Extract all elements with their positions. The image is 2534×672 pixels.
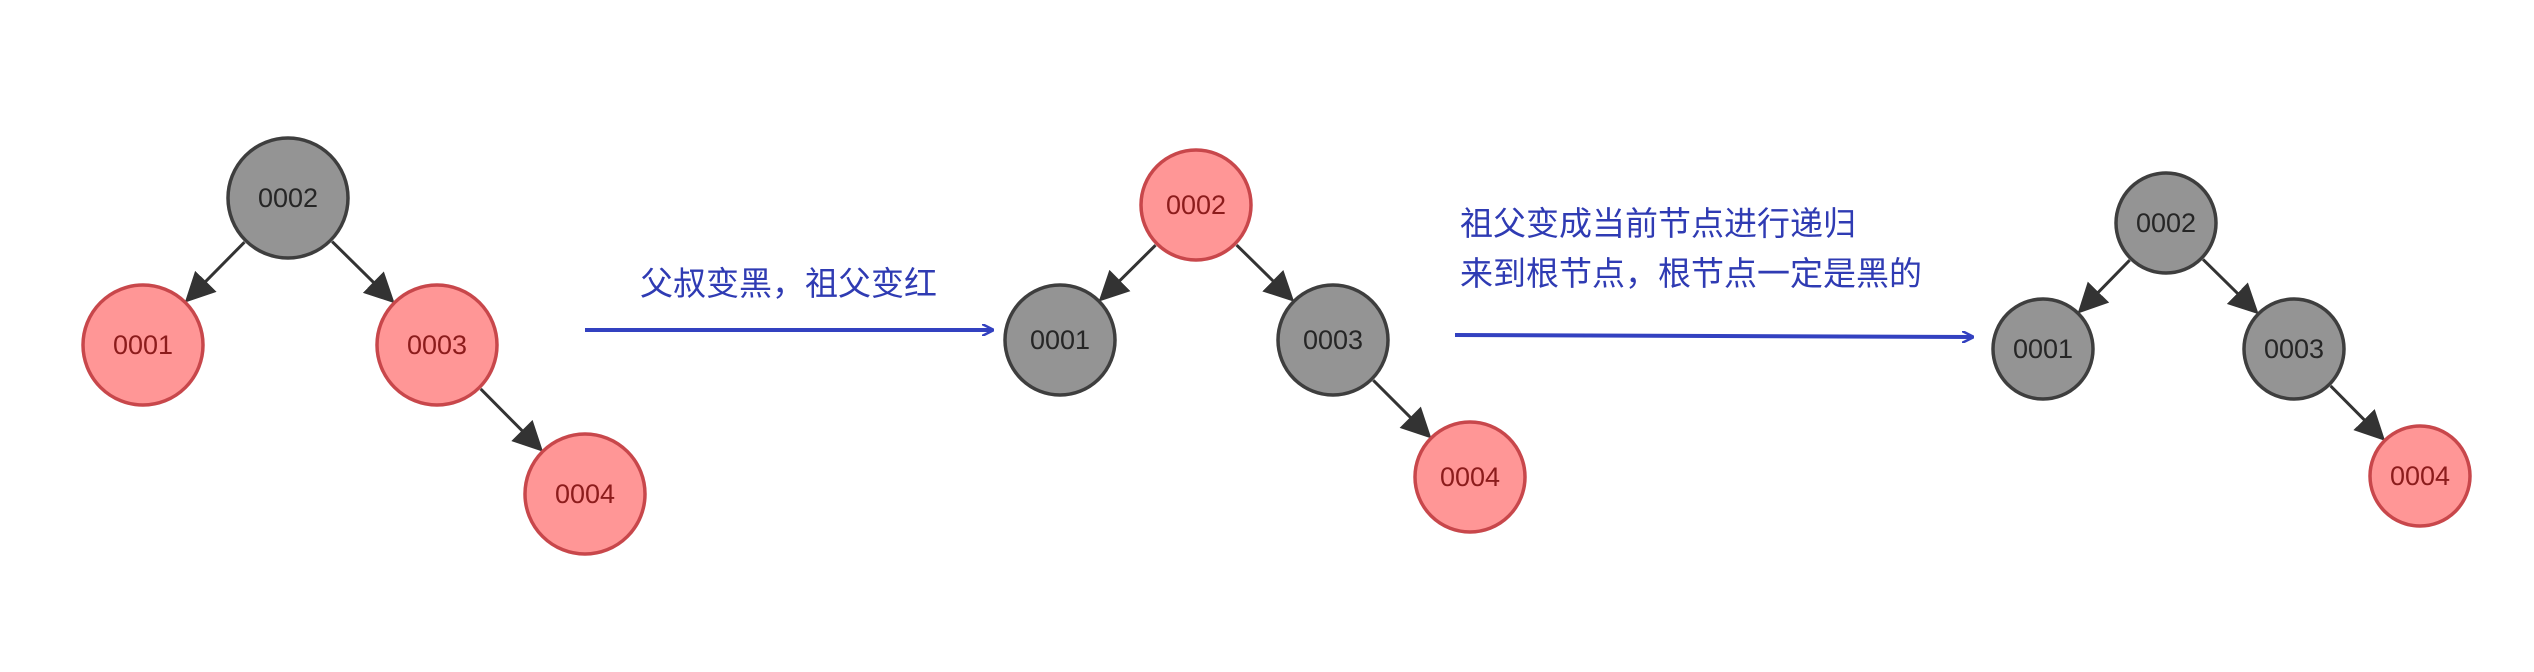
transition-2-caption-line-2: 来到根节点，根节点一定是黑的: [1460, 254, 1922, 293]
node-label: 0002: [1166, 190, 1226, 220]
transition-1-caption-line-1: 父叔变黑，祖父变红: [640, 264, 937, 303]
node-circle: [2368, 424, 2472, 528]
node-label: 0001: [113, 330, 173, 360]
transition-2-arrow: [1454, 335, 1972, 337]
node-label: 0003: [2264, 334, 2324, 364]
tree-2-node-0004: 0004: [1413, 420, 1527, 534]
node-circle: [2114, 171, 2218, 275]
node-label: 0002: [2136, 208, 2196, 238]
tree-3-node-0002: 0002: [2114, 171, 2218, 275]
tree-1: 0002 0001 0003 0004: [81, 136, 647, 556]
node-circle: [81, 283, 205, 407]
node-label: 0001: [1030, 325, 1090, 355]
node-label: 0004: [1440, 462, 1500, 492]
tree-3-node-0003: 0003: [2242, 297, 2346, 401]
tree-3: 0002 0001 0003 0004: [1991, 171, 2472, 528]
tree-2: 0002 0001 0003 0004: [1003, 148, 1527, 534]
node-circle: [1003, 283, 1117, 397]
node-label: 0004: [555, 479, 615, 509]
tree-1-edge-n3-n4: [479, 387, 544, 452]
tree-1-node-0002: 0002: [226, 136, 350, 260]
node-label: 0003: [1303, 325, 1363, 355]
tree-1-node-0003: 0003: [375, 283, 499, 407]
transition-2: 祖父变成当前节点进行递归 来到根节点，根节点一定是黑的: [1454, 204, 1972, 337]
tree-3-edge-n3-n4: [2329, 384, 2386, 441]
tree-2-node-0001: 0001: [1003, 283, 1117, 397]
node-circle: [1991, 297, 2095, 401]
trees-layer: 0002 0001 0003 0004 0002 0001 0003 0004 0002 0001…: [81, 136, 2472, 556]
tree-2-edge-n3-n4: [1372, 379, 1432, 439]
node-circle: [226, 136, 350, 260]
node-circle: [1139, 148, 1253, 262]
tree-3-node-0001: 0001: [1991, 297, 2095, 401]
node-label: 0003: [407, 330, 467, 360]
tree-2-edge-n2-n1: [1098, 244, 1157, 302]
node-circle: [2242, 297, 2346, 401]
tree-2-node-0003: 0003: [1276, 283, 1390, 397]
tree-2-node-0002: 0002: [1139, 148, 1253, 262]
tree-2-edge-n2-n3: [1235, 243, 1295, 302]
node-label: 0001: [2013, 334, 2073, 364]
tree-3-node-0004: 0004: [2368, 424, 2472, 528]
node-circle: [1413, 420, 1527, 534]
tree-1-node-0004: 0004: [523, 432, 647, 556]
tree-3-edge-n2-n1: [2077, 259, 2131, 314]
node-label: 0002: [258, 183, 318, 213]
node-circle: [375, 283, 499, 407]
node-circle: [1276, 283, 1390, 397]
transition-1: 父叔变黑，祖父变红: [585, 264, 992, 330]
node-label: 0004: [2390, 461, 2450, 491]
transition-2-caption-line-1: 祖父变成当前节点进行递归: [1460, 204, 1856, 243]
tree-1-edge-n2-n3: [331, 240, 395, 304]
tree-3-edge-n2-n3: [2202, 258, 2259, 315]
tree-1-edge-n2-n1: [184, 241, 246, 303]
node-circle: [523, 432, 647, 556]
tree-1-node-0001: 0001: [81, 283, 205, 407]
